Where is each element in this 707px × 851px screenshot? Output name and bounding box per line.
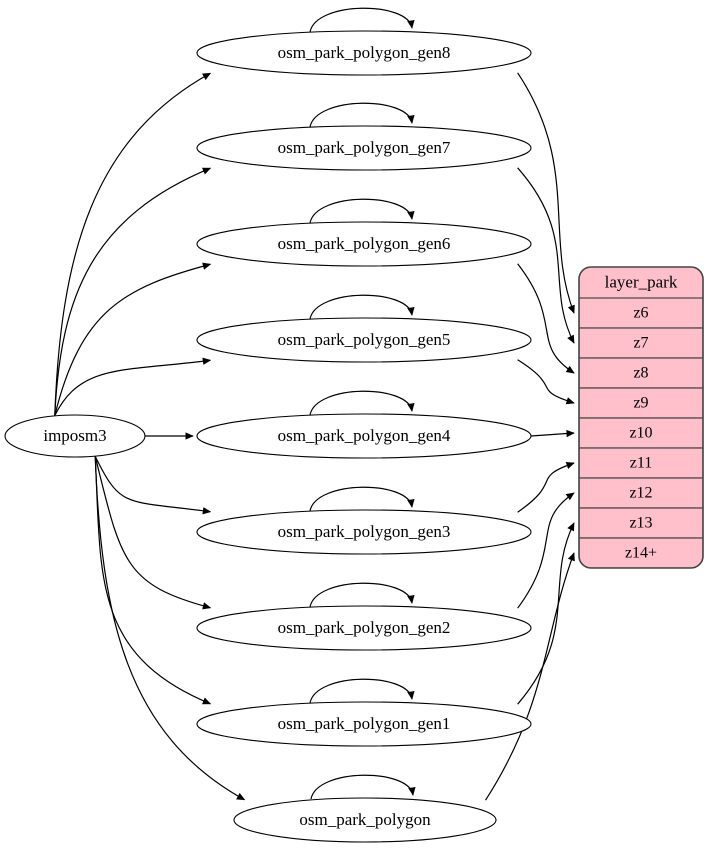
edge-osm_park_polygon_gen3-to-z11 xyxy=(517,461,575,513)
layer-park-row-label-z6: z6 xyxy=(633,305,648,322)
nodes-layer: imposm3 osm_park_polygon_gen8 osm_park_pol… xyxy=(4,30,532,843)
node-imposm3-label: imposm3 xyxy=(43,426,106,445)
edge-imposm3-to-osm_park_polygon xyxy=(94,456,246,801)
node-osm_park_polygon-shape xyxy=(233,797,497,843)
edge-imposm3-to-osm_park_polygon_gen5 xyxy=(54,357,212,416)
layer-park-row-z11[interactable] xyxy=(579,447,703,479)
node-osm_park_polygon_gen8[interactable]: osm_park_polygon_gen8 xyxy=(196,30,532,76)
layer-park-row-label-z7: z7 xyxy=(633,335,648,352)
self-loop-edge-osm_park_polygon_gen4 xyxy=(309,390,415,416)
edge-imposm3-to-osm_park_polygon_gen2 xyxy=(94,456,212,610)
node-osm_park_polygon[interactable]: osm_park_polygon xyxy=(233,797,497,843)
edge-osm_park_polygon_gen4-to-z10 xyxy=(530,429,575,438)
edge-imposm3-to-osm_park_polygon_gen6 xyxy=(54,262,212,416)
edge-osm_park_polygon_gen7-to-z7 xyxy=(517,167,575,344)
node-osm_park_polygon_gen3-label: osm_park_polygon_gen3 xyxy=(278,522,451,541)
node-osm_park_polygon_gen8-shape xyxy=(196,30,532,76)
edge-osm_park_polygon_gen2-to-z12 xyxy=(517,492,575,609)
node-osm_park_polygon_gen7-shape xyxy=(196,125,532,171)
layer-park-row-label-z12: z12 xyxy=(629,485,652,502)
edge-imposm3-to-osm_park_polygon_gen3 xyxy=(94,456,212,515)
node-osm_park_polygon_gen6[interactable]: osm_park_polygon_gen6 xyxy=(196,221,532,267)
edge-imposm3-to-osm_park_polygon_gen7 xyxy=(54,167,212,416)
node-osm_park_polygon_gen4-label: osm_park_polygon_gen4 xyxy=(278,426,451,445)
layer-park-outline xyxy=(578,266,704,569)
layer-park-row-label-z14p: z14+ xyxy=(625,545,657,562)
layer-park-row-z10[interactable] xyxy=(579,417,703,449)
edge-osm_park_polygon_gen1-to-z13 xyxy=(517,522,575,705)
node-osm_park_polygon_gen1-shape xyxy=(196,701,532,747)
self-loop-edge-osm_park_polygon_gen5 xyxy=(309,294,415,320)
layer-park-row-z14p[interactable] xyxy=(579,537,703,568)
layer-park-row-label-z11: z11 xyxy=(630,455,653,472)
node-osm_park_polygon_gen6-label: osm_park_polygon_gen6 xyxy=(278,234,451,253)
self-loop-edge-osm_park_polygon_gen1 xyxy=(309,678,415,704)
layer-park-header-cell xyxy=(579,267,703,298)
node-osm_park_polygon_gen3[interactable]: osm_park_polygon_gen3 xyxy=(196,509,532,555)
layer-park-row-z13[interactable] xyxy=(579,507,703,539)
node-osm_park_polygon_gen5-label: osm_park_polygon_gen5 xyxy=(278,330,451,349)
self-loop-edge-osm_park_polygon_gen2 xyxy=(309,582,415,608)
layer-park-body: layer_park z6 z7 z8 z9 z10 z11 z12 z13 z14+ xyxy=(579,267,703,568)
layer-park-row-label-z13: z13 xyxy=(629,515,652,532)
layer-park-table: layer_park z6 z7 z8 z9 z10 z11 z12 z13 z14+ xyxy=(578,266,704,569)
node-osm_park_polygon_gen8-label: osm_park_polygon_gen8 xyxy=(278,43,451,62)
node-osm_park_polygon_gen7[interactable]: osm_park_polygon_gen7 xyxy=(196,125,532,171)
layer-park-header-label: layer_park xyxy=(605,272,678,291)
node-osm_park_polygon_gen7-label: osm_park_polygon_gen7 xyxy=(278,138,451,157)
node-osm_park_polygon_gen4[interactable]: osm_park_polygon_gen4 xyxy=(196,413,532,459)
edge-osm_park_polygon_gen6-to-z8 xyxy=(517,263,575,374)
edge-osm_park_polygon_gen8-to-z6 xyxy=(517,72,575,314)
node-osm_park_polygon_gen2-shape xyxy=(196,605,532,651)
self-loop-edge-osm_park_polygon_gen3 xyxy=(309,486,415,512)
layer-park-row-z12[interactable] xyxy=(579,477,703,509)
node-osm_park_polygon_gen5[interactable]: osm_park_polygon_gen5 xyxy=(196,317,532,363)
self-loop-edge-osm_park_polygon xyxy=(310,774,416,800)
node-osm_park_polygon_gen5-shape xyxy=(196,317,532,363)
edge-osm_park_polygon-to-z14+ xyxy=(485,552,575,801)
node-osm_park_polygon_gen4-shape xyxy=(196,413,532,459)
node-imposm3[interactable]: imposm3 xyxy=(4,414,146,458)
node-imposm3-shape xyxy=(4,414,146,458)
node-osm_park_polygon_gen6-shape xyxy=(196,221,532,267)
node-osm_park_polygon_gen1-label: osm_park_polygon_gen1 xyxy=(278,714,451,733)
layer-park-row-z7[interactable] xyxy=(579,327,703,359)
layer-park-row-label-z9: z9 xyxy=(633,395,648,412)
node-osm_park_polygon_gen2[interactable]: osm_park_polygon_gen2 xyxy=(196,605,532,651)
node-osm_park_polygon_gen3-shape xyxy=(196,509,532,555)
self-loop-edge-osm_park_polygon_gen6 xyxy=(309,198,415,224)
layer-park-row-label-z8: z8 xyxy=(633,365,648,382)
edge-osm_park_polygon_gen5-to-z9 xyxy=(517,359,575,405)
layer-park-row-z6[interactable] xyxy=(579,297,703,329)
edge-imposm3-to-osm_park_polygon_gen1 xyxy=(94,456,212,705)
node-osm_park_polygon_gen1[interactable]: osm_park_polygon_gen1 xyxy=(196,701,532,747)
layer-park-row-label-z10: z10 xyxy=(629,425,652,442)
edges-layer xyxy=(54,7,575,801)
self-loop-edge-osm_park_polygon_gen7 xyxy=(309,102,415,128)
self-loop-edge-osm_park_polygon_gen8 xyxy=(309,7,415,33)
node-osm_park_polygon_gen2-label: osm_park_polygon_gen2 xyxy=(278,618,451,637)
edge-imposm3-to-osm_park_polygon_gen8 xyxy=(54,72,212,416)
node-osm_park_polygon-label: osm_park_polygon xyxy=(299,810,431,829)
